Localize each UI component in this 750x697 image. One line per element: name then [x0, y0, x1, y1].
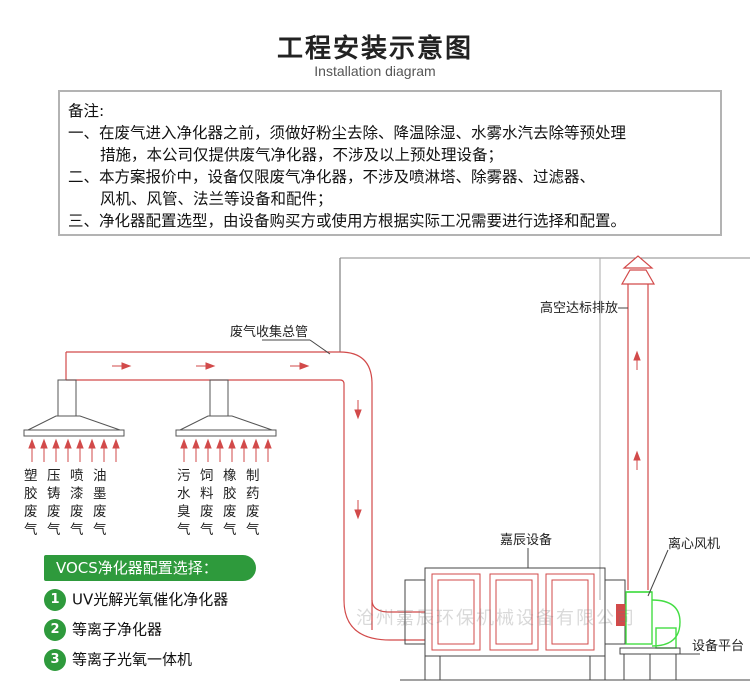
source-char: 气: [47, 522, 61, 538]
intake-arrows: [28, 438, 272, 462]
source-char: 水: [177, 486, 191, 502]
source-char: 喷: [70, 468, 84, 484]
option-number: 1: [44, 588, 66, 611]
company-watermark: 沧州嘉辰环保机械设备有限公司: [356, 608, 636, 629]
source-char: 污: [177, 468, 191, 484]
config-option-1: 1 UV光解光氧催化净化器: [44, 587, 228, 611]
source-char: 气: [93, 522, 107, 538]
source-char: 塑: [24, 468, 38, 484]
source-char: 料: [200, 486, 214, 502]
source-char: 废: [70, 504, 84, 520]
sources-right: 污 水 臭 气 饲 料 废 气 橡 胶 废 气 制 药 废 气: [177, 468, 260, 538]
equipment-platform: [619, 647, 700, 680]
source-char: 废: [24, 504, 38, 520]
option-number: 3: [44, 648, 66, 671]
stack-label: 高空达标排放: [540, 300, 618, 316]
source-char: 墨: [93, 486, 107, 502]
source-char: 压: [47, 468, 61, 484]
note-3: 三、净化器配置选型，由设备购买方或使用方根据实际工况需要进行选择和配置。: [68, 212, 627, 230]
duct-label: 废气收集总管: [230, 324, 308, 340]
option-label: UV光解光氧催化净化器: [72, 590, 229, 609]
option-label: 等离子光氧一体机: [72, 650, 193, 669]
fan-label: 离心风机: [668, 536, 720, 552]
config-heading: VOCS净化器配置选择：: [44, 555, 256, 581]
fan-leader: [647, 549, 669, 597]
source-char: 橡: [223, 468, 237, 484]
notes-box: 备注: 一、在废气进入净化器之前，须做好粉尘去除、降温除湿、水雾水汽去除等预处理…: [58, 90, 722, 236]
source-char: 废: [93, 504, 107, 520]
note-2: 二、本方案报价中，设备仅限废气净化器，不涉及喷淋塔、除雾器、过滤器、: [68, 168, 596, 186]
note-1: 一、在废气进入净化器之前，须做好粉尘去除、降温除湿、水雾水汽去除等预处理: [68, 124, 627, 142]
note-2-cont: 风机、风管、法兰等设备和配件；: [100, 190, 333, 208]
source-char: 气: [177, 522, 191, 538]
purifier-unit: [404, 567, 626, 680]
option-label: 等离子净化器: [72, 620, 163, 639]
hood-left: [23, 379, 125, 437]
source-char: 油: [93, 468, 107, 484]
source-char: 药: [246, 486, 260, 502]
source-char: 饲: [200, 468, 214, 484]
source-char: 漆: [70, 486, 84, 502]
hood-right: [175, 379, 277, 437]
source-char: 废: [200, 504, 214, 520]
config-option-2: 2 等离子净化器: [44, 617, 162, 641]
page-subtitle: Installation diagram: [314, 63, 436, 79]
outlet-flange: [616, 604, 626, 626]
source-char: 废: [223, 504, 237, 520]
flow-arrows: [112, 350, 641, 520]
config-option-3: 3 等离子光氧一体机: [44, 647, 192, 671]
source-char: 胶: [24, 485, 38, 502]
notes-heading: 备注:: [68, 102, 105, 120]
purifier-label: 嘉辰设备: [500, 532, 552, 548]
source-char: 臭: [177, 504, 191, 520]
source-char: 气: [223, 522, 237, 538]
page-title: 工程安装示意图: [276, 34, 473, 64]
inlet-elbow: [343, 599, 425, 641]
source-char: 铸: [47, 486, 61, 502]
source-char: 制: [246, 468, 260, 484]
source-char: 胶: [223, 485, 237, 502]
source-char: 气: [70, 522, 84, 538]
source-char: 气: [24, 522, 38, 538]
centrifugal-fan: [625, 591, 681, 649]
exhaust-stack: [620, 255, 656, 590]
source-char: 气: [246, 522, 260, 538]
note-1-cont: 措施，本公司仅提供废气净化器，不涉及以上预处理设备；: [100, 146, 504, 164]
collection-duct: [65, 351, 373, 630]
source-char: 废: [246, 504, 260, 520]
source-char: 气: [200, 522, 214, 538]
sources-left: 塑 胶 废 气 压 铸 废 气 喷 漆 废 气 油 墨 废 气: [24, 468, 107, 538]
platform-label: 设备平台: [692, 638, 744, 654]
option-number: 2: [44, 618, 66, 641]
source-char: 废: [47, 504, 61, 520]
